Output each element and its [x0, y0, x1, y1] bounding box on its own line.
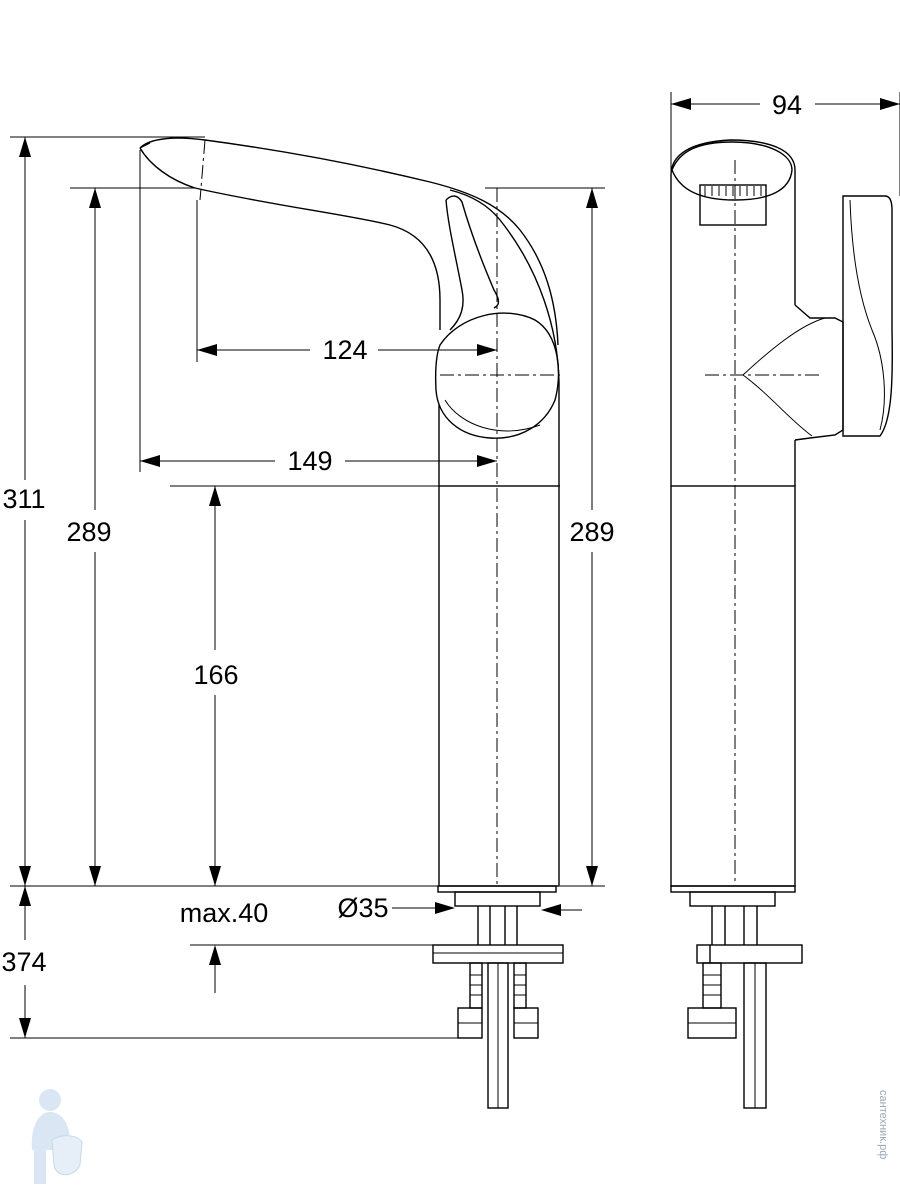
spout	[139, 137, 559, 346]
dimension-labels: 94 311 289 289 124 149 166 max.40 Ø35 37…	[1, 90, 802, 977]
dim-height-right: 289	[569, 517, 614, 547]
lever-handle	[445, 195, 500, 309]
front-view	[139, 137, 564, 1109]
dim-body-height: 166	[193, 660, 238, 690]
side-view	[670, 139, 893, 1109]
side-fixing-plate	[696, 944, 803, 964]
body-column	[438, 485, 560, 887]
base-ring	[454, 891, 541, 907]
dim-below-deck: 374	[1, 947, 46, 977]
fixing-plate	[432, 944, 564, 964]
aerator	[671, 141, 793, 201]
dim-total-height: 311	[2, 484, 45, 514]
dim-spout-overall: 149	[287, 446, 332, 476]
side-body-column	[670, 485, 796, 887]
watermark-text: сантехник.рф	[877, 1090, 889, 1159]
dim-height-left: 289	[66, 517, 111, 547]
watermark-logo	[31, 1089, 83, 1184]
dim-body-diameter: Ø35	[337, 893, 388, 923]
dim-width-side: 94	[772, 90, 802, 120]
dim-spout-reach: 124	[322, 335, 367, 365]
lever-boss	[434, 312, 560, 439]
side-lever	[842, 195, 893, 437]
dim-deck-thickness: max.40	[180, 898, 269, 928]
dimension-lines	[10, 92, 900, 1039]
